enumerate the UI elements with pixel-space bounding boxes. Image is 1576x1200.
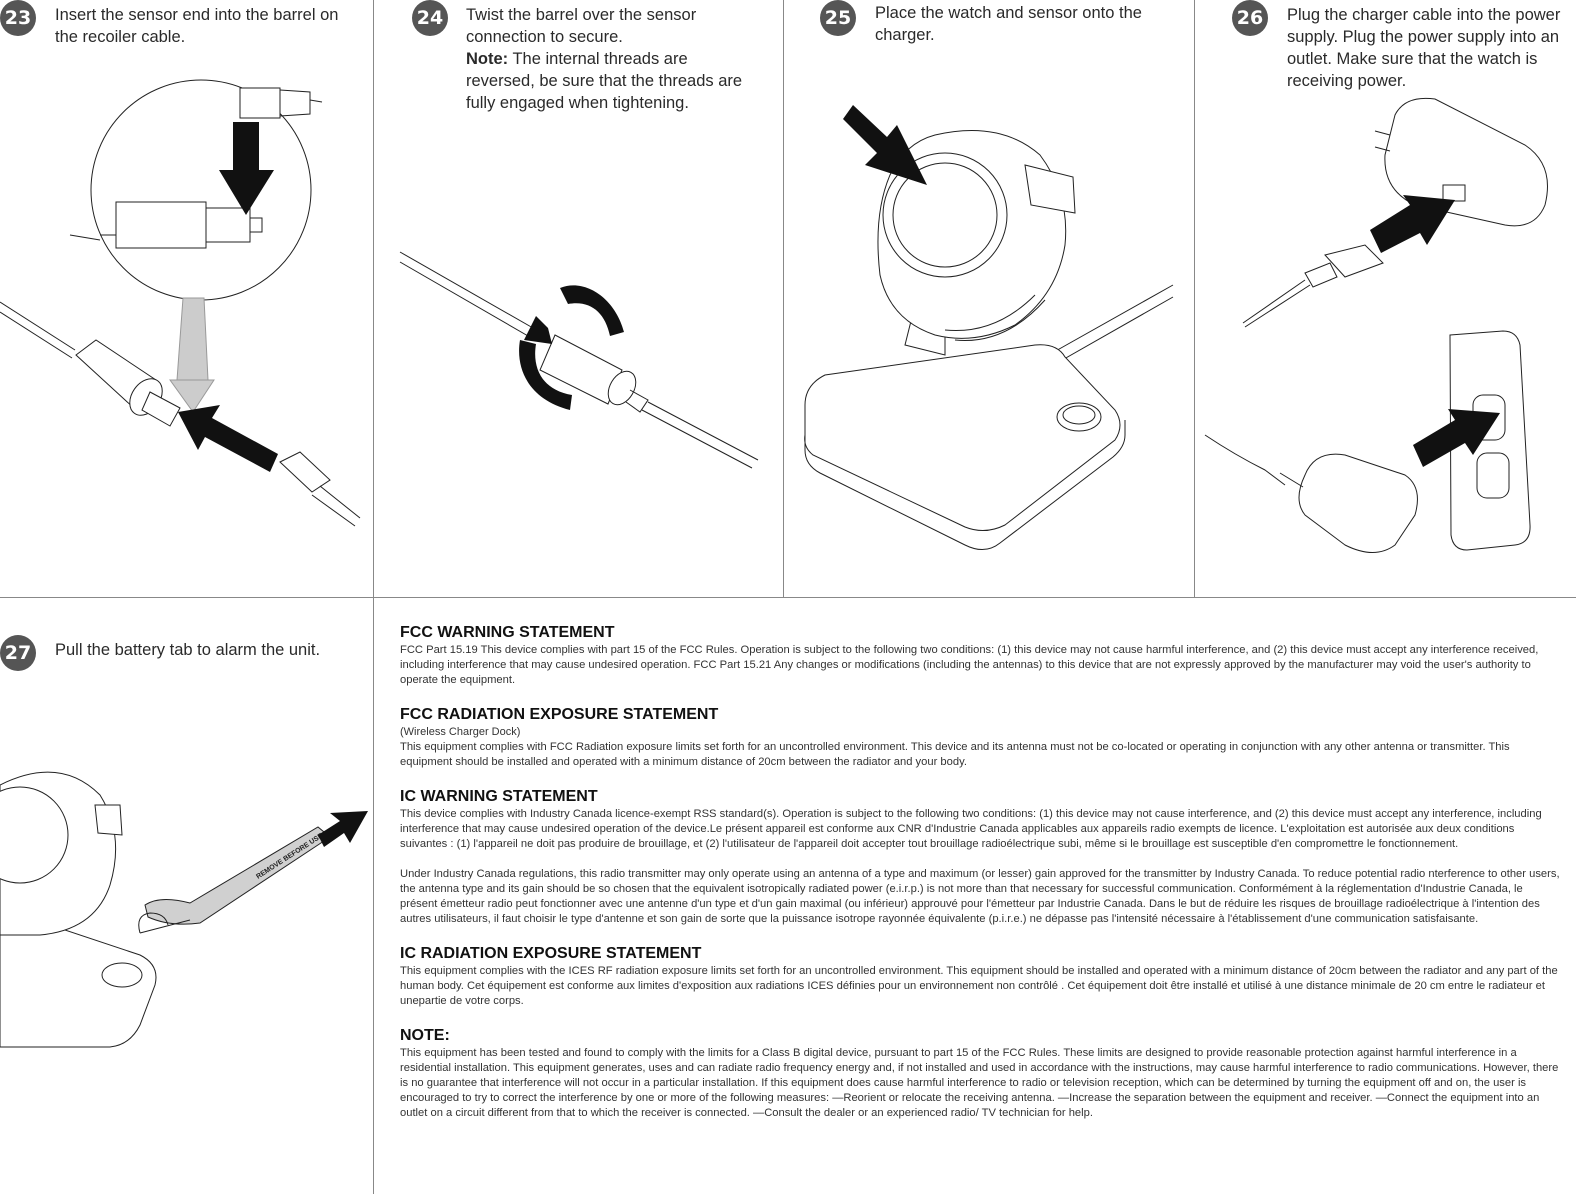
fcc-warning-title: FCC WARNING STATEMENT bbox=[400, 624, 615, 641]
note-title: NOTE: bbox=[400, 1027, 450, 1044]
step-26-number: 26 bbox=[1232, 0, 1268, 36]
ic-radiation-title: IC RADIATION EXPOSURE STATEMENT bbox=[400, 945, 702, 962]
step-23-text: Insert the sensor end into the barrel on… bbox=[55, 6, 339, 46]
step-27-text: Pull the battery tab to alarm the unit. bbox=[55, 641, 321, 659]
fcc-radiation-section: FCC RADIATION EXPOSURE STATEMENT (Wirele… bbox=[400, 706, 1560, 770]
ic-warning-body-2: Under Industry Canada regulations, this … bbox=[400, 868, 1560, 925]
legal-statements: FCC WARNING STATEMENT FCC Part 15.19 Thi… bbox=[400, 624, 1560, 1139]
fcc-warning-section: FCC WARNING STATEMENT FCC Part 15.19 Thi… bbox=[400, 624, 1560, 688]
step-25-number: 25 bbox=[820, 0, 856, 36]
step-24-number: 24 bbox=[412, 0, 448, 36]
step-27-illustration: REMOVE BEFORE USE bbox=[0, 755, 368, 1055]
step-27-number: 27 bbox=[0, 635, 36, 671]
divider-25-26 bbox=[1194, 0, 1195, 597]
step-25-illustration bbox=[795, 105, 1180, 560]
step-26-illustration bbox=[1205, 95, 1573, 565]
ic-warning-section: IC WARNING STATEMENT This device complie… bbox=[400, 788, 1560, 927]
step-23-number: 23 bbox=[0, 0, 36, 36]
fcc-radiation-body: This equipment complies with FCC Radiati… bbox=[400, 741, 1510, 768]
step-24-instruction: Twist the barrel over the sensor connect… bbox=[466, 6, 697, 46]
fcc-radiation-subtitle: (Wireless Charger Dock) bbox=[400, 726, 521, 738]
ic-radiation-section: IC RADIATION EXPOSURE STATEMENT This equ… bbox=[400, 945, 1560, 1009]
divider-horizontal bbox=[0, 597, 1576, 598]
step-25-text: Place the watch and sensor onto the char… bbox=[875, 4, 1142, 44]
step-24-note: The internal threads are reversed, be su… bbox=[466, 50, 743, 112]
ic-radiation-body: This equipment complies with the ICES RF… bbox=[400, 965, 1558, 1007]
tab-label: REMOVE BEFORE USE bbox=[255, 832, 324, 880]
ic-warning-title: IC WARNING STATEMENT bbox=[400, 788, 598, 805]
fcc-radiation-title: FCC RADIATION EXPOSURE STATEMENT bbox=[400, 706, 719, 723]
note-body: This equipment has been tested and found… bbox=[400, 1047, 1559, 1119]
note-section: NOTE: This equipment has been tested and… bbox=[400, 1027, 1560, 1121]
step-24-text: Twist the barrel over the sensor connect… bbox=[466, 4, 751, 114]
step-24-note-label: Note: bbox=[466, 50, 509, 68]
divider-24-25 bbox=[783, 0, 784, 597]
ic-warning-body: This device complies with Industry Canad… bbox=[400, 808, 1542, 850]
fcc-warning-body: FCC Part 15.19 This device complies with… bbox=[400, 644, 1539, 686]
step-26-text: Plug the charger cable into the power su… bbox=[1287, 6, 1561, 90]
step-23-illustration bbox=[0, 40, 372, 540]
step-24-illustration bbox=[400, 240, 770, 480]
